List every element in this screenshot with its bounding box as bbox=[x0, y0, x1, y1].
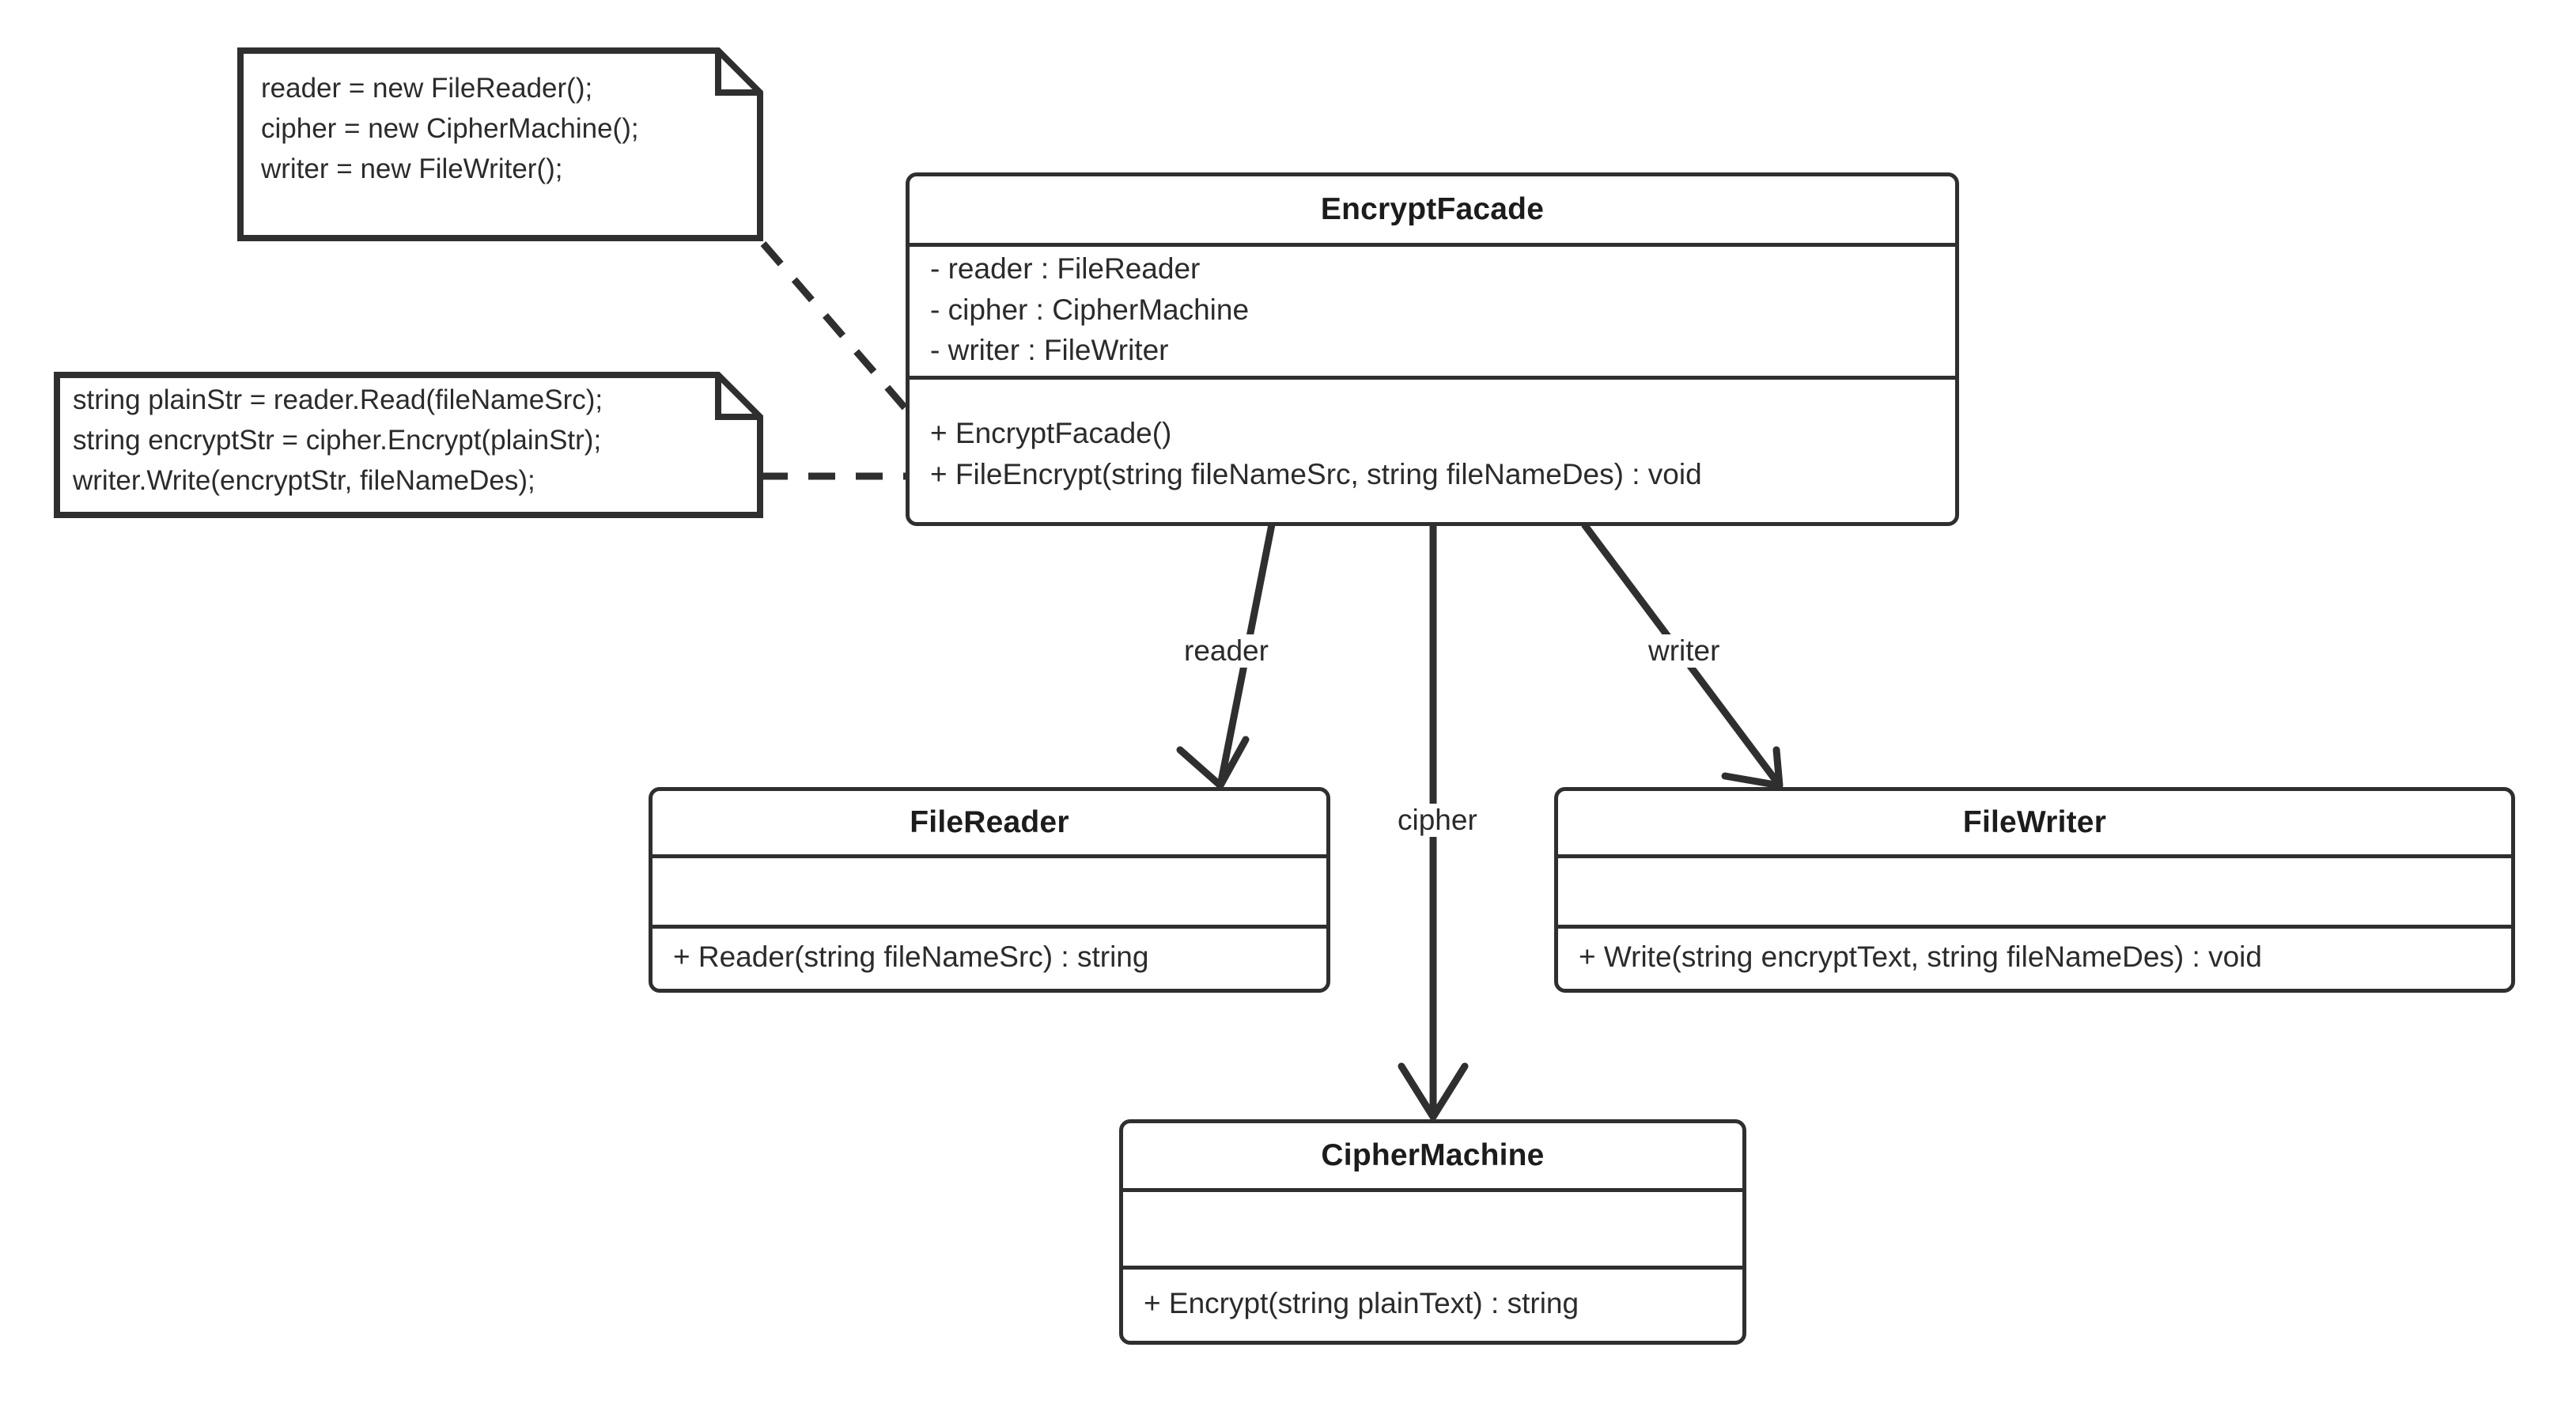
class-name-file-writer: FileWriter bbox=[1558, 791, 2511, 859]
attribute-row: - cipher : CipherMachine bbox=[930, 293, 1250, 326]
note-shape bbox=[54, 372, 763, 518]
note-line: string plainStr = reader.Read(fileNameSr… bbox=[73, 384, 603, 415]
note-line: writer = new FileWriter(); bbox=[261, 153, 563, 185]
note-constructor-link bbox=[760, 241, 911, 414]
class-encrypt-facade[interactable]: EncryptFacade - reader : FileReader - ci… bbox=[906, 172, 1959, 526]
class-cipher-machine[interactable]: CipherMachine + Encrypt(string plainText… bbox=[1119, 1119, 1746, 1345]
note-line: writer.Write(encryptStr, fileNameDes); bbox=[73, 465, 535, 497]
operation-row: + Write(string encryptText, string fileN… bbox=[1579, 941, 2262, 974]
note-line: cipher = new CipherMachine(); bbox=[261, 113, 639, 145]
class-operations-encrypt-facade: + EncryptFacade() + FileEncrypt(string f… bbox=[910, 380, 1955, 522]
note-fileencrypt: string plainStr = reader.Read(fileNameSr… bbox=[54, 372, 763, 518]
attribute-row: - writer : FileWriter bbox=[930, 334, 1169, 367]
class-file-reader[interactable]: FileReader + Reader(string fileNameSrc) … bbox=[649, 787, 1330, 993]
class-attributes-cipher-machine bbox=[1123, 1192, 1742, 1270]
class-name-cipher-machine: CipherMachine bbox=[1123, 1123, 1742, 1192]
edge-writer-arrowhead bbox=[1721, 746, 1784, 789]
edge-label-reader: reader bbox=[1179, 634, 1273, 668]
note-shape bbox=[237, 47, 763, 241]
edge-label-cipher: cipher bbox=[1393, 804, 1482, 837]
class-operations-file-reader: + Reader(string fileNameSrc) : string bbox=[653, 929, 1326, 989]
class-attributes-file-reader bbox=[653, 858, 1326, 929]
class-name-encrypt-facade: EncryptFacade bbox=[910, 176, 1955, 247]
note-line: string encryptStr = cipher.Encrypt(plain… bbox=[73, 425, 602, 456]
class-name-file-reader: FileReader bbox=[653, 791, 1326, 859]
operation-row: + Reader(string fileNameSrc) : string bbox=[673, 941, 1149, 974]
operation-row: + EncryptFacade() bbox=[930, 417, 1172, 450]
edge-reader-arrowhead bbox=[1176, 736, 1250, 789]
note-fileencrypt-text: string plainStr = reader.Read(fileNameSr… bbox=[54, 372, 763, 509]
note-constructor-text: reader = new FileReader(); cipher = new … bbox=[237, 47, 763, 206]
note-constructor: reader = new FileReader(); cipher = new … bbox=[237, 47, 763, 241]
class-attributes-file-writer bbox=[1558, 858, 2511, 929]
class-operations-file-writer: + Write(string encryptText, string fileN… bbox=[1558, 929, 2511, 989]
class-file-writer[interactable]: FileWriter + Write(string encryptText, s… bbox=[1554, 787, 2515, 993]
attribute-row: - reader : FileReader bbox=[930, 252, 1201, 285]
operation-row: + Encrypt(string plainText) : string bbox=[1144, 1287, 1579, 1320]
class-operations-cipher-machine: + Encrypt(string plainText) : string bbox=[1123, 1270, 1742, 1341]
class-attributes-encrypt-facade: - reader : FileReader - cipher : CipherM… bbox=[910, 247, 1955, 380]
edge-cipher-arrowhead bbox=[1398, 1062, 1469, 1121]
note-line: reader = new FileReader(); bbox=[261, 73, 593, 104]
edge-label-writer: writer bbox=[1644, 634, 1725, 668]
operation-row: + FileEncrypt(string fileNameSrc, string… bbox=[930, 458, 1702, 490]
